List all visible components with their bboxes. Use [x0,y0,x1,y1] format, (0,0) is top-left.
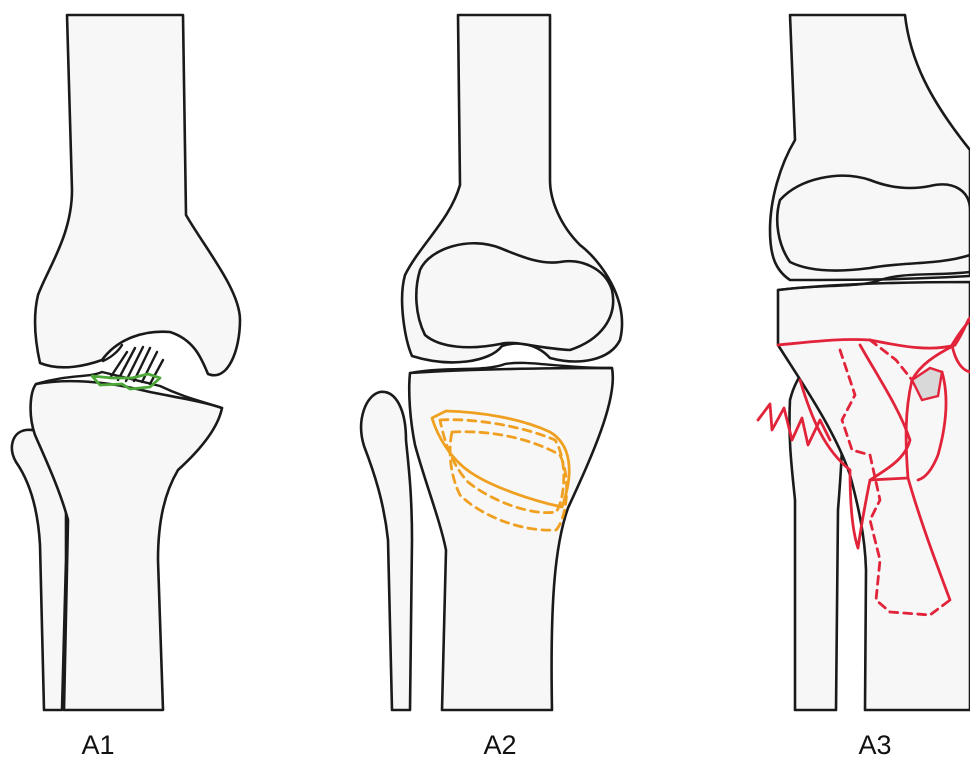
a1-femur [35,15,240,375]
panel-a2 [361,15,622,710]
panel-label-a1: A1 [58,732,138,759]
panel-a1 [12,15,240,710]
a3-patella [777,176,970,271]
panel-label-a2: A2 [460,732,540,759]
panel-a3 [758,15,970,710]
a2-fibula [361,392,412,710]
panel-label-a3: A3 [835,732,915,759]
